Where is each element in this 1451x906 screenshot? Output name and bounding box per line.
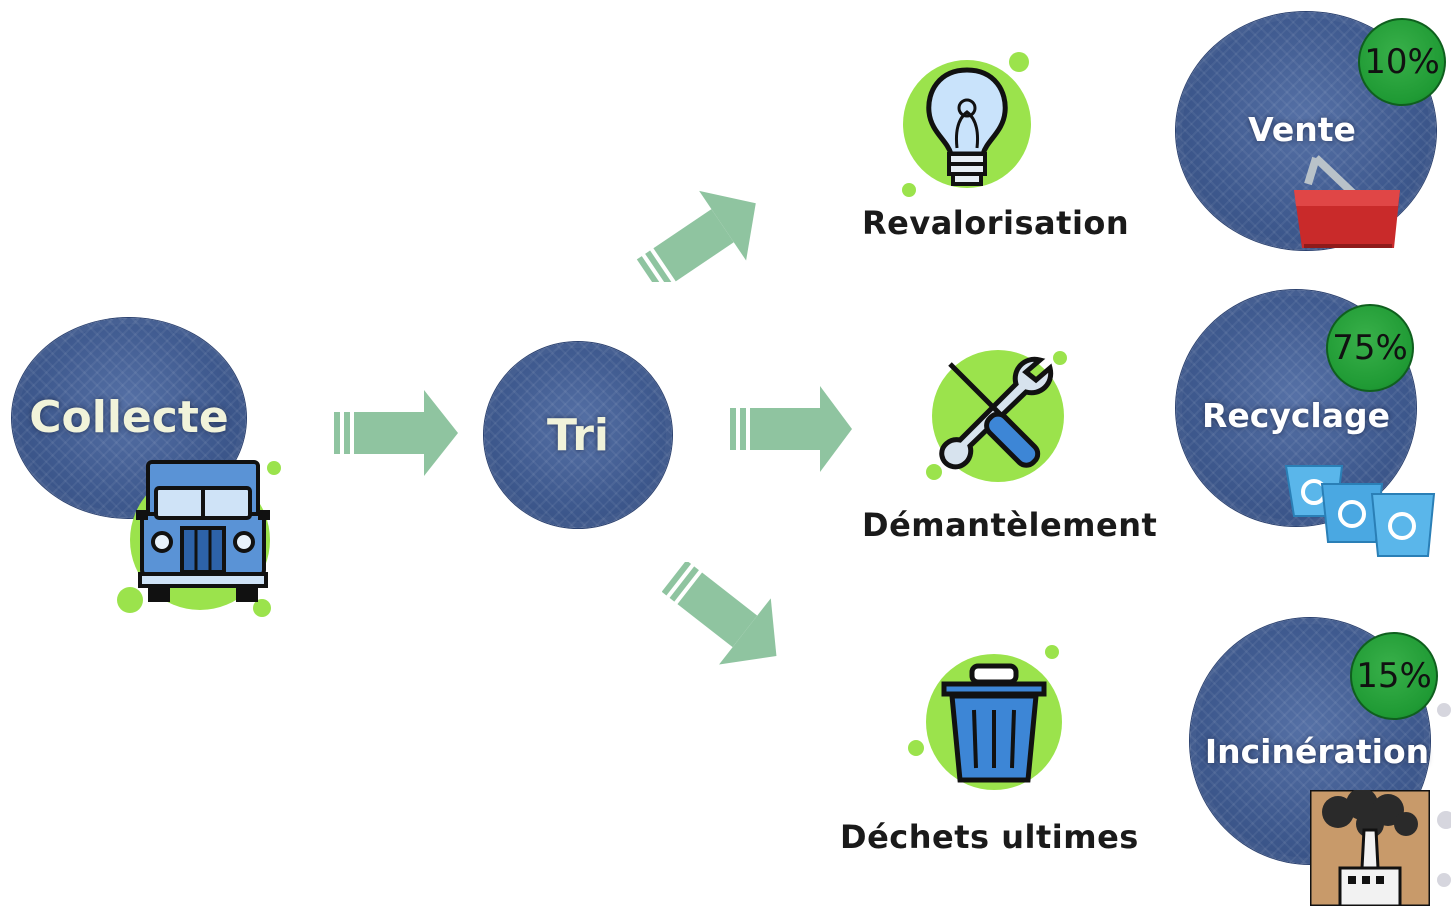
wrench-screwdriver-icon [920,340,1080,490]
collecte-label: Collecte [29,392,229,443]
collecte-node: Collecte [12,318,246,518]
recycle-bins-icon [1282,456,1442,566]
stage-label-dechets: Déchets ultimes [840,818,1139,856]
arrow-collecte-to-tri [330,388,460,478]
truck-icon [112,450,292,620]
arrow-tri-to-dechets [662,562,792,682]
arrow-tri-to-revalorisation [636,172,766,282]
shopping-basket-icon [1286,150,1406,254]
percent-badge-incineration: 15% [1350,632,1438,720]
percent-badge-recyclage: 75% [1326,304,1414,392]
tri-label: Tri [547,410,609,461]
outcome-label-recyclage: Recyclage [1201,396,1390,435]
outcome-label-incineration: Incinération [1204,732,1430,771]
percent-badge-vente: 10% [1358,18,1446,106]
stage-label-revalorisation: Revalorisation [862,204,1130,242]
arrow-tri-to-demantelement [726,384,856,474]
trash-can-icon [902,640,1072,800]
stage-label-demantelement: Démantèlement [862,506,1158,544]
smoking-factory-icon [1310,790,1430,906]
outcome-label-vente: Vente [1248,110,1356,149]
decorative-dots [1432,700,1451,900]
tri-node: Tri [484,342,672,528]
lightbulb-icon [895,40,1045,200]
